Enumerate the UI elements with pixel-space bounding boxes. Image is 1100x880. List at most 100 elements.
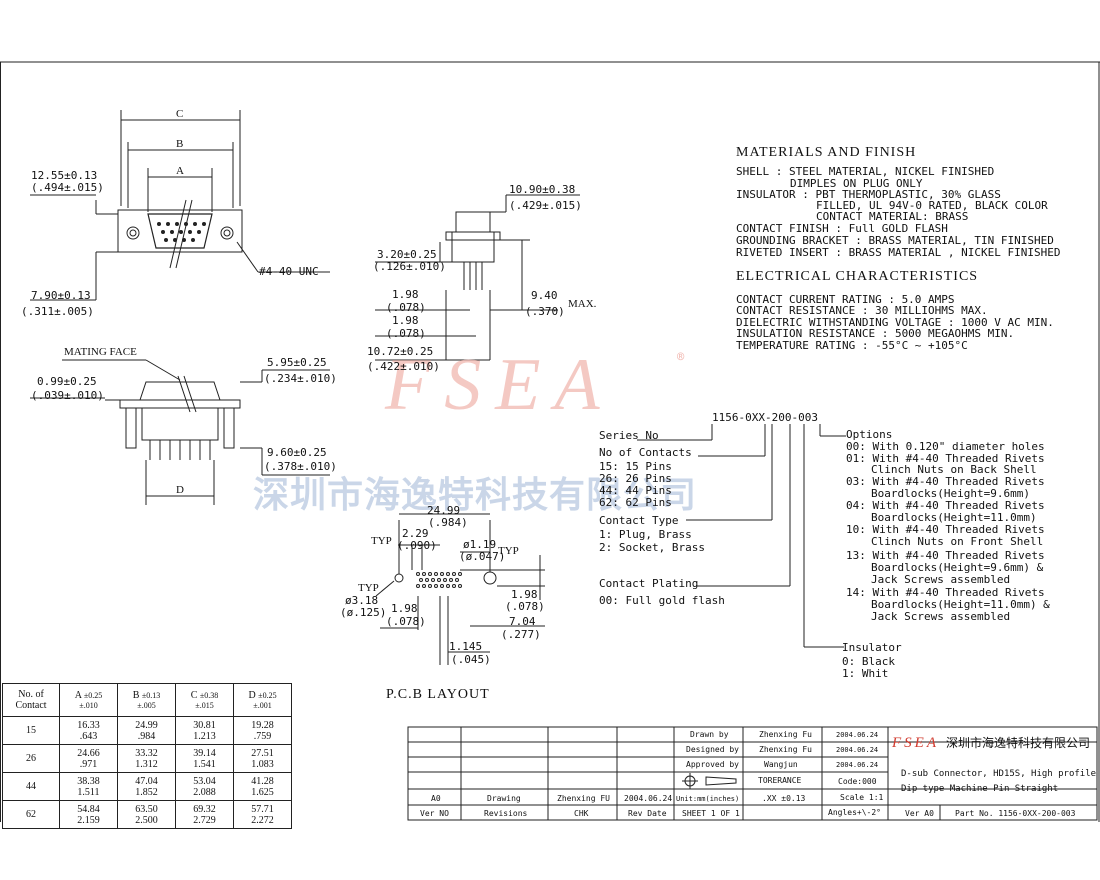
pcb-width: 24.99 — [427, 504, 461, 517]
contacts-item: 15: 15 Pins — [599, 460, 672, 473]
pcb-pitch: 2.29 — [402, 527, 429, 540]
pcb-layout-drawing — [375, 513, 545, 665]
title-block-lines — [407, 726, 1098, 821]
materials-line: CONTACT MATERIAL: BRASS — [816, 210, 969, 223]
mating-dim-d: D — [176, 484, 184, 496]
materials-line: DIMPLES ON PLUG ONLY — [790, 177, 923, 190]
pcb-bottom-dim: 1.145 — [449, 640, 483, 653]
dim-table-header: C ±0.38±.015 — [175, 683, 234, 717]
mating-dim-1-in: (.039±.010) — [31, 389, 104, 402]
options-item: Boardlocks(Height=11.0mm) & — [871, 598, 1050, 611]
materials-line: INSULATOR : PBT THERMOPLASTIC, 30% GLASS — [736, 188, 1001, 201]
drawn-date: 2004.06.24 — [836, 731, 879, 739]
company-logo: FSEA — [892, 735, 939, 751]
electrical-line: DIELECTRIC WITHSTANDING VOLTAGE : 1000 V… — [736, 316, 1054, 329]
revision-version: A0 — [431, 794, 441, 803]
side-dim-4: 1.98 — [392, 314, 419, 327]
materials-line: GROUNDING BRACKET : BRASS MATERIAL, TIN … — [736, 234, 1054, 247]
contact-type-item: 2: Socket, Brass — [599, 541, 705, 554]
side-dim-3: 1.98 — [392, 288, 419, 301]
watermark-brand: FSEA — [385, 344, 614, 426]
pcb-left-dim: 1.98 — [391, 602, 418, 615]
revision-by: Zhenxing FU — [557, 794, 610, 803]
side-dim-5-in: (.422±.010) — [367, 360, 440, 373]
insulator-item: 1: Whit — [842, 667, 889, 680]
options-item: 13: With #4-40 Threaded Rivets — [846, 549, 1045, 562]
pcb-typ-label: TYP — [358, 582, 379, 594]
front-dim-c: C — [176, 108, 184, 120]
pcb-layout-title: P.C.B LAYOUT — [386, 687, 490, 702]
approved-by-label: Approved by — [686, 760, 739, 769]
tolerance-label: TORERANCE — [758, 776, 802, 785]
drawn-by-name: Zhenxing Fu — [759, 730, 812, 739]
side-dim-6-in: (.370) — [525, 305, 565, 318]
header-chk: CHK — [574, 809, 589, 818]
materials-line: FILLED, UL 94V-0 RATED, BLACK COLOR — [816, 199, 1048, 212]
version-label: Ver A0 — [905, 809, 934, 818]
options-item: 14: With #4-40 Threaded Rivets — [846, 586, 1045, 599]
electrical-line: CONTACT CURRENT RATING : 5.0 AMPS — [736, 293, 955, 306]
pcb-typ-label: TYP — [371, 535, 392, 547]
front-dim-top: 12.55±0.13 — [31, 169, 98, 182]
side-dim-1-in: (.429±.015) — [509, 199, 582, 212]
series-label: Series No — [599, 429, 659, 442]
watermark-registered-mark: ® — [677, 350, 685, 364]
side-dim-6: 9.40 — [531, 289, 558, 302]
revision-description: Drawing — [487, 794, 521, 803]
options-item: 01: With #4-40 Threaded Rivets — [846, 452, 1045, 465]
contacts-item: 44: 44 Pins — [599, 484, 672, 497]
approved-date: 2004.06.24 — [836, 761, 879, 769]
options-item: Boardlocks(Height=9.6mm) — [871, 487, 1030, 500]
header-revisions: Revisions — [484, 809, 528, 818]
header-ver-no: Ver NO — [420, 809, 449, 818]
units-label: Unit:mm(inches) — [676, 795, 740, 803]
pcb-right-dim-2-in: (.277) — [501, 628, 541, 641]
options-item: Clinch Nuts on Front Shell — [871, 535, 1044, 548]
angles-label: Angles+\-2° — [828, 808, 881, 817]
options-item: 03: With #4-40 Threaded Rivets — [846, 475, 1045, 488]
electrical-line: TEMPERATURE RATING : -55°C ~ +105°C — [736, 339, 968, 352]
materials-line: RIVETED INSERT : BRASS MATERIAL , NICKEL… — [736, 246, 1061, 259]
pcb-width-in: (.984) — [428, 516, 468, 529]
front-dim-a: A — [176, 165, 184, 177]
pcb-right-dim-1: 1.98 — [511, 588, 538, 601]
code-label: Code:000 — [838, 777, 877, 786]
pcb-bottom-dim-in: (.045) — [451, 653, 491, 666]
side-dim-4-in: (.078) — [386, 327, 426, 340]
side-max-label: MAX. — [568, 298, 597, 310]
contacts-item: 26: 26 Pins — [599, 472, 672, 485]
pcb-right-dim-2: 7.04 — [509, 615, 536, 628]
part-number-code: 1156-0XX-200-003 — [712, 411, 818, 424]
side-dim-2: 3.20±0.25 — [377, 248, 437, 261]
front-dim-top-in: (.494±.015) — [31, 181, 104, 194]
header-rev-date: Rev Date — [628, 809, 667, 818]
mating-dim-3: 9.60±0.25 — [267, 446, 327, 459]
mating-dim-2: 5.95±0.25 — [267, 356, 327, 369]
options-item: Clinch Nuts on Back Shell — [871, 463, 1037, 476]
dim-table-header: A ±0.25±.010 — [59, 683, 118, 717]
mating-view-drawing — [30, 359, 330, 505]
plating-item: 00: Full gold flash — [599, 594, 725, 607]
part-description-line-1: D-sub Connector, HD15S, High profile — [901, 769, 1097, 779]
pcb-hole-dia: ø1.19 — [463, 538, 497, 551]
contact-type-item: 1: Plug, Brass — [599, 528, 692, 541]
materials-heading: MATERIALS AND FINISH — [736, 145, 917, 160]
insulator-title: Insulator — [842, 641, 902, 654]
options-item: Jack Screws assembled — [871, 573, 1011, 586]
designed-date: 2004.06.24 — [836, 746, 879, 754]
pcb-mount-hole: ø3.18 — [345, 594, 379, 607]
front-view-drawing — [30, 110, 330, 301]
pcb-mount-hole-in: (ø.125) — [340, 606, 387, 619]
side-dim-2-in: (.126±.010) — [373, 260, 446, 273]
mating-dim-3-in: (.378±.010) — [264, 460, 337, 473]
electrical-line: INSULATION RESISTANCE : 5000 MEGAOHMS MI… — [736, 327, 1015, 340]
options-item: Boardlocks(Height=9.6mm) & — [871, 561, 1044, 574]
side-view-drawing — [375, 194, 580, 361]
contacts-title: No of Contacts — [599, 446, 692, 459]
